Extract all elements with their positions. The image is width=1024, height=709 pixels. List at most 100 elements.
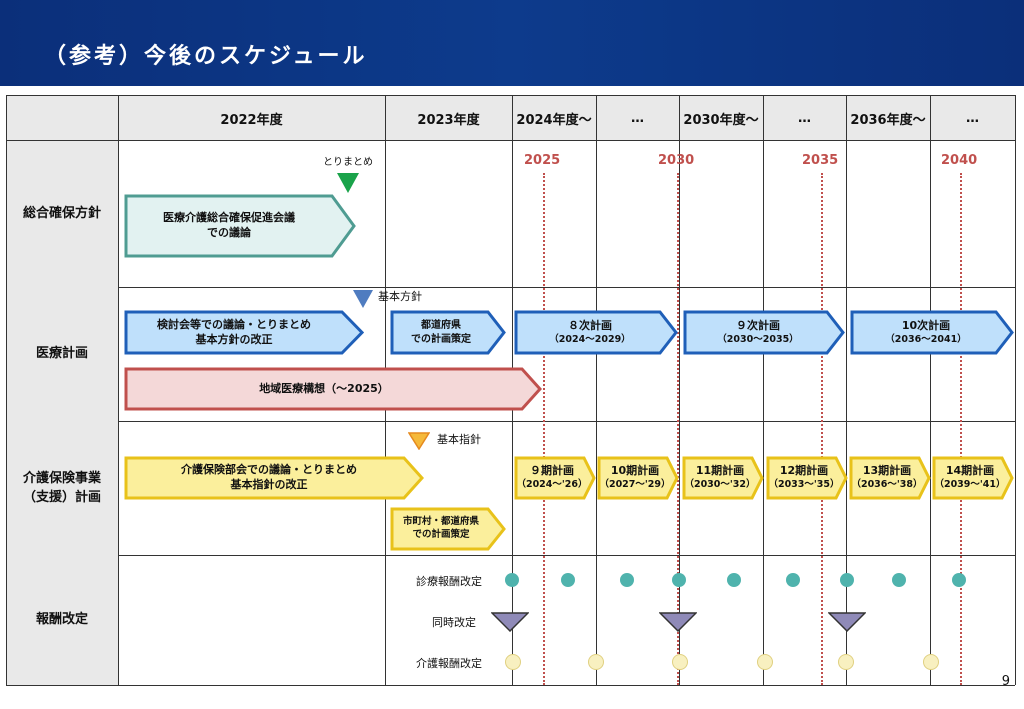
iryo-pref-line1: 都道府県 bbox=[421, 320, 461, 331]
doji-kaitei-label: 同時改定 bbox=[432, 616, 476, 629]
kaigo-plan-13-period: （2036～'38） bbox=[851, 479, 923, 491]
kaigo-plan-14-name: 14期計画 bbox=[945, 464, 995, 478]
kaigo-kaitei-dot bbox=[923, 654, 939, 670]
iryo-plan-9-period: （2030～2035） bbox=[717, 333, 799, 345]
doji-kaitei-triangle-icon bbox=[491, 612, 529, 632]
torimatome-label: とりまとめ bbox=[323, 157, 373, 168]
kaigo-plan-9-name: ９期計画 bbox=[530, 464, 574, 478]
iryo-pref-plan-arrow: 都道府県 での計画策定 bbox=[390, 310, 506, 355]
grid-line bbox=[6, 287, 1015, 288]
doji-kaitei-triangle-icon bbox=[828, 612, 866, 632]
grid-line bbox=[6, 685, 1015, 686]
col-header-ellipsis: … bbox=[966, 110, 979, 126]
grid-line bbox=[6, 140, 1015, 141]
year-line-2030 bbox=[677, 173, 679, 685]
shinryo-kaitei-dot bbox=[892, 573, 906, 587]
grid-line bbox=[679, 95, 680, 685]
year-label-2035: 2035 bbox=[802, 153, 839, 168]
kaigo-kaitei-dot bbox=[672, 654, 688, 670]
iryo-plan-8-arrow: ８次計画 （2024～2029） bbox=[514, 310, 678, 355]
chiiki-iryo-kousou-arrow: 地域医療構想（～2025） bbox=[124, 367, 542, 411]
kihon-houshin-label: 基本方針 bbox=[378, 290, 422, 303]
grid-line bbox=[1015, 95, 1016, 685]
kaigo-kaitei-dot bbox=[757, 654, 773, 670]
grid-line bbox=[6, 555, 1015, 556]
shinryo-kaitei-dot bbox=[561, 573, 575, 587]
col-header-ellipsis: … bbox=[631, 110, 644, 126]
kaigo-plan-10-name: 10期計画 bbox=[610, 464, 660, 478]
kaigo-plan-9-arrow: ９期計画 （2024～'26） bbox=[514, 456, 596, 500]
row-label-kaigo: 介護保険事業 （支援）計画 bbox=[6, 422, 118, 555]
kaigo-discussion-line1: 介護保険部会での議論・とりまとめ bbox=[181, 463, 357, 477]
grid-line bbox=[763, 95, 764, 685]
iryo-plan-8-period: （2024～2029） bbox=[549, 333, 631, 345]
row-label-iryo: 医療計画 bbox=[35, 346, 88, 362]
iryo-discussion-arrow: 検討会等での議論・とりまとめ 基本方針の改正 bbox=[124, 310, 364, 355]
kaigo-plan-13-name: 13期計画 bbox=[862, 464, 912, 478]
sogo-arrow-line1: 医療介護総合確保促進会議 bbox=[163, 211, 295, 225]
grid-line bbox=[6, 421, 1015, 422]
col-header-2024: 2024年度～ bbox=[516, 112, 592, 128]
kaigo-kaitei-dot bbox=[505, 654, 521, 670]
kihon-houshin-triangle-icon bbox=[353, 290, 373, 308]
kaigo-plan-9-period: （2024～'26） bbox=[516, 479, 588, 491]
grid-line bbox=[118, 95, 119, 685]
page-header: （参考）今後のスケジュール bbox=[0, 0, 1024, 86]
shinryo-kaitei-dot bbox=[672, 573, 686, 587]
kaigo-muni-plan-arrow: 市町村・都道府県 での計画策定 bbox=[390, 507, 506, 551]
kaigo-muni-line2: での計画策定 bbox=[412, 529, 470, 540]
kaigo-kaitei-dot bbox=[588, 654, 604, 670]
kaigo-plan-11-period: （2030～'32） bbox=[684, 479, 756, 491]
iryo-plan-8-name: ８次計画 bbox=[568, 318, 612, 332]
shinryo-kaitei-dot bbox=[620, 573, 634, 587]
kaigo-muni-line1: 市町村・都道府県 bbox=[402, 516, 479, 528]
col-header-ellipsis: … bbox=[798, 110, 811, 126]
shinryo-kaitei-dot bbox=[727, 573, 741, 587]
grid-line bbox=[6, 95, 7, 685]
label-column-bg bbox=[6, 141, 118, 685]
year-label-2025: 2025 bbox=[524, 153, 561, 168]
doji-kaitei-triangle-icon bbox=[659, 612, 697, 632]
grid-line bbox=[846, 95, 847, 685]
grid-line bbox=[930, 95, 931, 685]
kaigo-plan-11-name: 11期計画 bbox=[695, 464, 745, 478]
kaigo-houshu-label: 介護報酬改定 bbox=[416, 657, 482, 670]
shinryo-kaitei-dot bbox=[840, 573, 854, 587]
year-line-2025 bbox=[543, 173, 545, 685]
kihon-shishin-label: 基本指針 bbox=[437, 433, 481, 446]
kaigo-plan-10-period: （2027～'29） bbox=[599, 479, 671, 491]
col-header-2030: 2030年度～ bbox=[683, 112, 759, 128]
col-header-2036: 2036年度～ bbox=[850, 112, 926, 128]
page-number: 9 bbox=[1001, 674, 1010, 689]
sogo-arrow-line2: での議論 bbox=[207, 226, 251, 239]
torimatome-triangle-icon bbox=[337, 173, 359, 193]
iryo-plan-10-name: 10次計画 bbox=[901, 318, 951, 332]
chiiki-iryo-kousou-text: 地域医療構想（～2025） bbox=[259, 381, 389, 395]
iryo-discussion-line1: 検討会等での議論・とりまとめ bbox=[157, 317, 311, 331]
iryo-plan-10-period: （2036～2041） bbox=[885, 333, 967, 345]
year-label-2040: 2040 bbox=[941, 153, 978, 168]
kaigo-plan-11-arrow: 11期計画 （2030～'32） bbox=[682, 456, 764, 500]
row-label-sogo: 総合確保方針 bbox=[22, 205, 101, 221]
grid-line bbox=[6, 95, 1015, 96]
iryo-plan-9-name: ９次計画 bbox=[736, 318, 780, 332]
shinryo-houshu-label: 診療報酬改定 bbox=[416, 575, 482, 588]
col-header-2022: 2022年度 bbox=[220, 112, 283, 128]
row-label-kaigo-line1: 介護保険事業 bbox=[22, 471, 101, 487]
shinryo-kaitei-dot bbox=[786, 573, 800, 587]
year-label-2030: 2030 bbox=[658, 153, 695, 168]
year-line-2040 bbox=[960, 173, 962, 685]
kaigo-plan-12-name: 12期計画 bbox=[779, 464, 829, 478]
kaigo-discussion-arrow: 介護保険部会での議論・とりまとめ 基本指針の改正 bbox=[124, 456, 424, 500]
iryo-plan-9-arrow: ９次計画 （2030～2035） bbox=[683, 310, 845, 355]
kaigo-discussion-line2: 基本指針の改正 bbox=[230, 478, 308, 491]
col-header-2023: 2023年度 bbox=[417, 112, 480, 128]
sogo-discussion-arrow: 医療介護総合確保促進会議 での議論 bbox=[124, 194, 356, 258]
shinryo-kaitei-dot bbox=[952, 573, 966, 587]
kaigo-plan-14-period: （2039～'41） bbox=[934, 479, 1006, 491]
iryo-discussion-line2: 基本方針の改正 bbox=[195, 332, 273, 346]
grid-line bbox=[596, 95, 597, 685]
iryo-pref-line2: での計画策定 bbox=[411, 333, 471, 345]
year-line-2035 bbox=[821, 173, 823, 685]
iryo-plan-10-arrow: 10次計画 （2036～2041） bbox=[850, 310, 1014, 355]
